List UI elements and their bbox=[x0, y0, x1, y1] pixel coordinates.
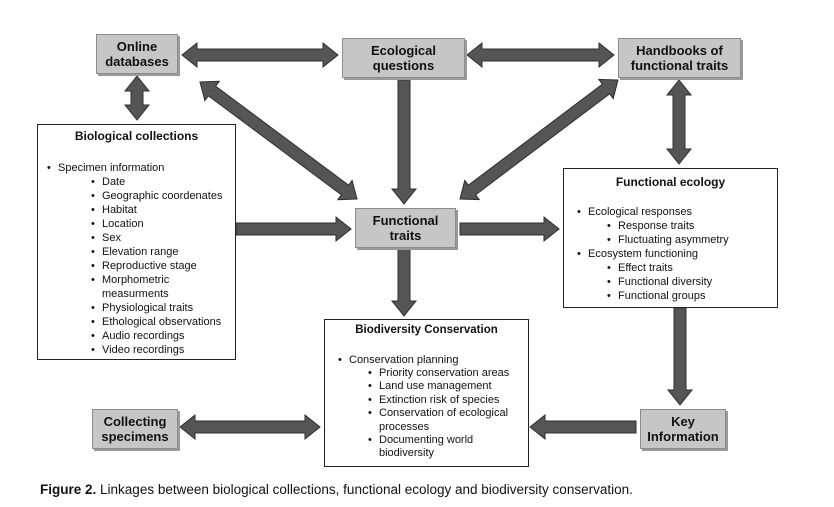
specimen-info-list-item: Sex bbox=[91, 231, 235, 245]
functional-ecology-list-item: Functional diversity bbox=[607, 275, 777, 289]
figure-caption-text: Linkages between biological collections,… bbox=[100, 482, 633, 497]
functional-ecology-list-item: Response traits bbox=[607, 219, 777, 233]
specimen-info-list-item: Elevation range bbox=[91, 245, 235, 259]
ecological-questions-line-1: Ecological bbox=[370, 43, 437, 58]
arrow-ecological-handbooks bbox=[466, 41, 615, 69]
specimen-info-list-item: Audio recordings bbox=[91, 329, 235, 343]
arrow-online-biological bbox=[123, 75, 151, 121]
conservation-list-item: Land use management bbox=[368, 380, 528, 394]
arrow-functional-traits-ecology bbox=[459, 215, 560, 243]
arrow-collecting-conservation bbox=[179, 413, 321, 441]
conservation-list-item: Extinction risk of species bbox=[368, 394, 528, 408]
conservation-list-item: Conservation of ecological processes bbox=[368, 407, 528, 434]
arrow-online-functional-traits bbox=[199, 80, 358, 201]
specimen-info-list-item: Location bbox=[91, 217, 235, 231]
arrow-functional-ecology-key-information bbox=[666, 307, 694, 406]
specimen-info-list-item: Morphometric measurments bbox=[91, 273, 235, 301]
functional-traits-line-1: Functional bbox=[372, 213, 439, 228]
functional-ecology-list-item: Functional groups bbox=[607, 289, 777, 303]
conservation-list-item: Documenting world biodiversity bbox=[368, 434, 528, 461]
handbooks-line-1: Handbooks of bbox=[636, 43, 723, 58]
specimen-information-item: Specimen information DateGeographic coor… bbox=[47, 161, 235, 357]
arrow-online-ecological bbox=[181, 41, 339, 69]
key-information-line-2: Information bbox=[647, 429, 719, 444]
specimen-info-list-item: Reproductive stage bbox=[91, 259, 235, 273]
online-databases-line-1: Online bbox=[116, 39, 158, 54]
functional-ecology-group: Ecosystem functioningEffect traitsFuncti… bbox=[577, 247, 777, 303]
online-databases-line-2: databases bbox=[105, 54, 169, 69]
arrow-handbooks-functional-traits bbox=[459, 78, 619, 201]
key-information-line-1: Key bbox=[671, 414, 695, 429]
specimen-info-list-item: Physiological traits bbox=[91, 301, 235, 315]
collecting-specimens-line-1: Collecting bbox=[103, 414, 167, 429]
biological-collections-title: Biological collections bbox=[74, 129, 199, 143]
conservation-list-item: Priority conservation areas bbox=[368, 367, 528, 381]
arrow-key-information-conservation bbox=[529, 413, 637, 441]
functional-ecology-list-item: Effect traits bbox=[607, 261, 777, 275]
biodiversity-conservation-title: Biodiversity Conservation bbox=[355, 324, 498, 336]
specimen-info-list-item: Ethological observations bbox=[91, 315, 235, 329]
specimen-info-list-item: Date bbox=[91, 175, 235, 189]
functional-ecology-box: Functional ecology Ecological responsesR… bbox=[563, 168, 778, 308]
collecting-specimens-line-2: specimens bbox=[101, 429, 169, 444]
conservation-planning-item: Conservation planning Priority conservat… bbox=[338, 353, 528, 461]
arrow-handbooks-functional-ecology bbox=[665, 79, 693, 165]
biological-collections-box: Biological collections Specimen informat… bbox=[37, 124, 236, 360]
functional-ecology-group: Ecological responsesResponse traitsFluct… bbox=[577, 205, 777, 247]
arrow-ecological-functional-traits bbox=[390, 79, 418, 205]
specimen-info-list-item: Geographic coordenates bbox=[91, 189, 235, 203]
arrow-functional-traits-conservation bbox=[390, 247, 418, 317]
specimen-info-list-item: Video recordings bbox=[91, 343, 235, 357]
functional-ecology-list-item: Fluctuating asymmetry bbox=[607, 233, 777, 247]
biodiversity-conservation-box: Biodiversity Conservation Conservation p… bbox=[324, 319, 529, 467]
arrow-biological-functional-traits bbox=[235, 215, 352, 243]
handbooks-line-2: functional traits bbox=[630, 58, 729, 73]
figure-caption: Figure 2. Linkages between biological co… bbox=[40, 482, 633, 497]
ecological-questions-line-2: questions bbox=[372, 58, 435, 73]
functional-traits-line-2: traits bbox=[389, 228, 422, 243]
specimen-info-list-item: Habitat bbox=[91, 203, 235, 217]
functional-ecology-title: Functional ecology bbox=[615, 175, 726, 189]
figure-caption-label: Figure 2. bbox=[40, 482, 97, 497]
